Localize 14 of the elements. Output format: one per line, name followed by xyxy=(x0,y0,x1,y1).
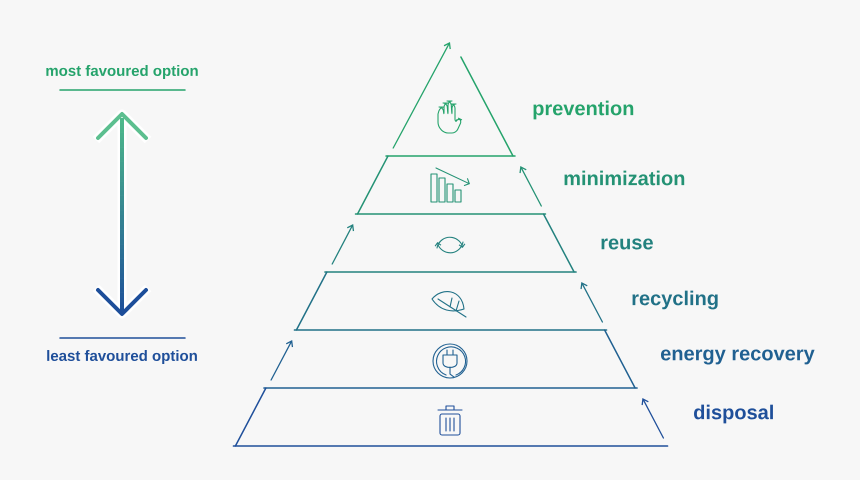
pyramid-band xyxy=(232,387,668,447)
level-label: energy recovery xyxy=(661,350,815,364)
level-label: disposal xyxy=(694,404,773,424)
level-label: recycling xyxy=(632,290,718,310)
level-label: reuse xyxy=(602,238,653,250)
pyramid-band xyxy=(354,155,546,215)
scale-label: most favoured option xyxy=(46,65,198,79)
pyramid-band xyxy=(294,271,608,331)
level-label: prevention xyxy=(534,100,634,120)
scale-label: least favoured option xyxy=(47,350,197,364)
level-label: minimization xyxy=(564,170,684,186)
pyramid-band xyxy=(263,329,638,389)
pyramid-band xyxy=(385,56,516,157)
pyramid-band xyxy=(324,213,577,273)
